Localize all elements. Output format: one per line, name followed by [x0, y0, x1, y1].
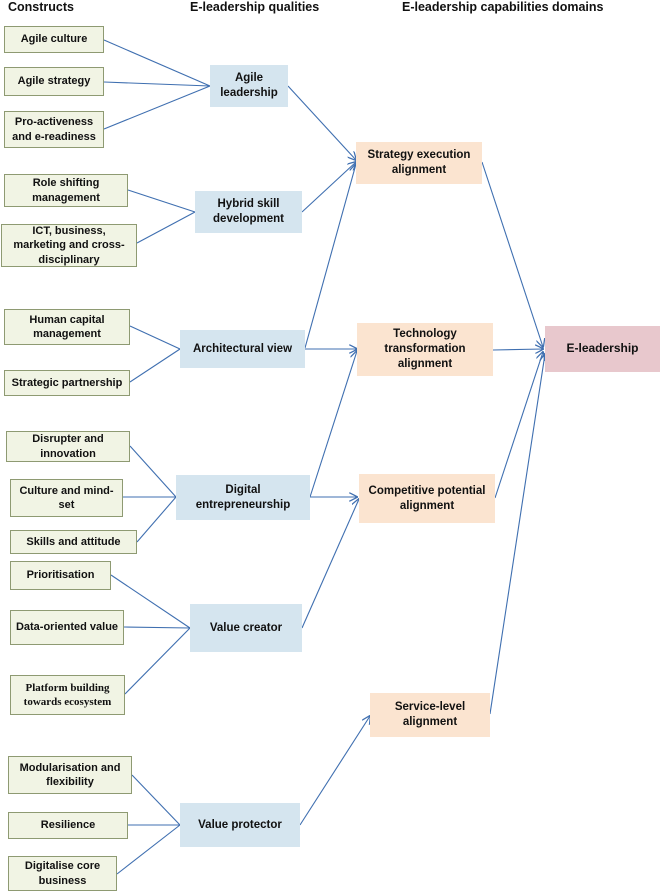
link-platform-building	[124, 627, 191, 695]
construct-data-oriented: Data-oriented value	[10, 610, 124, 645]
construct-digitalise-core: Digitalise core business	[8, 856, 117, 891]
arrow-technology-to-eleadership	[492, 349, 543, 350]
arrow-digital-to-technology	[309, 351, 357, 498]
link-skills-attitude	[136, 496, 177, 543]
arrow-value-protector-to-service	[299, 716, 370, 826]
domain-competitive-potential: Competitive potential alignment	[359, 474, 495, 523]
link-agile-strategy	[103, 81, 211, 87]
construct-agile-culture: Agile culture	[4, 26, 104, 53]
construct-human-capital: Human capital management	[4, 309, 130, 345]
link-ict-business	[136, 211, 196, 244]
quality-value-creator: Value creator	[190, 604, 302, 652]
construct-modularisation: Modularisation and flexibility	[8, 756, 132, 794]
domain-strategy-execution: Strategy execution alignment	[356, 142, 482, 184]
link-pro-activeness	[103, 85, 211, 130]
quality-digital-entrepreneurship: Digital entrepreneurship	[176, 475, 310, 520]
arrow-architectural-to-strategy	[304, 164, 356, 349]
construct-resilience: Resilience	[8, 812, 128, 839]
construct-ict-business: ICT, business, marketing and cross-disci…	[1, 224, 137, 267]
link-data-oriented	[123, 626, 191, 629]
construct-disrupter: Disrupter and innovation	[6, 431, 130, 462]
link-digitalise-core	[116, 824, 181, 875]
domain-service-level: Service-level alignment	[370, 693, 490, 737]
quality-agile-leadership: Agile leadership	[210, 65, 288, 107]
link-agile-culture	[103, 39, 211, 87]
link-strategic-partnership	[129, 348, 181, 383]
header-constructs: Constructs	[8, 0, 74, 14]
arrow-competitive-to-eleadership	[494, 352, 543, 499]
link-human-capital	[129, 325, 181, 350]
construct-culture-mindset: Culture and mind-set	[10, 479, 123, 517]
construct-skills-attitude: Skills and attitude	[10, 530, 137, 554]
arrow-agile-to-strategy	[287, 85, 356, 160]
link-modularisation	[131, 774, 181, 826]
quality-architectural-view: Architectural view	[180, 330, 305, 368]
arrow-hybrid-to-strategy	[301, 162, 356, 213]
arrow-strategy-to-eleadership	[481, 161, 543, 347]
target-e-leadership: E-leadership	[545, 326, 660, 372]
link-disrupter	[129, 445, 177, 498]
construct-prioritisation: Prioritisation	[10, 561, 111, 590]
link-prioritisation	[110, 574, 191, 629]
domain-technology-transformation: Technology transformation alignment	[357, 323, 493, 376]
header-qualities: E-leadership qualities	[190, 0, 320, 14]
quality-hybrid-skill: Hybrid skill development	[195, 191, 302, 233]
construct-role-shifting: Role shifting management	[4, 174, 128, 207]
header-domains: E-leadership capabilities domains	[402, 0, 604, 14]
link-role-shifting	[127, 189, 196, 213]
construct-strategic-partnership: Strategic partnership	[4, 370, 130, 396]
construct-platform-building: Platform building towards ecosystem	[10, 675, 125, 715]
arrow-service-to-eleadership	[489, 354, 545, 715]
quality-value-protector: Value protector	[180, 803, 300, 847]
construct-agile-strategy: Agile strategy	[4, 67, 104, 96]
construct-pro-activeness: Pro-activeness and e-readiness	[4, 111, 104, 148]
arrow-value-creator-to-competitive	[301, 499, 359, 629]
